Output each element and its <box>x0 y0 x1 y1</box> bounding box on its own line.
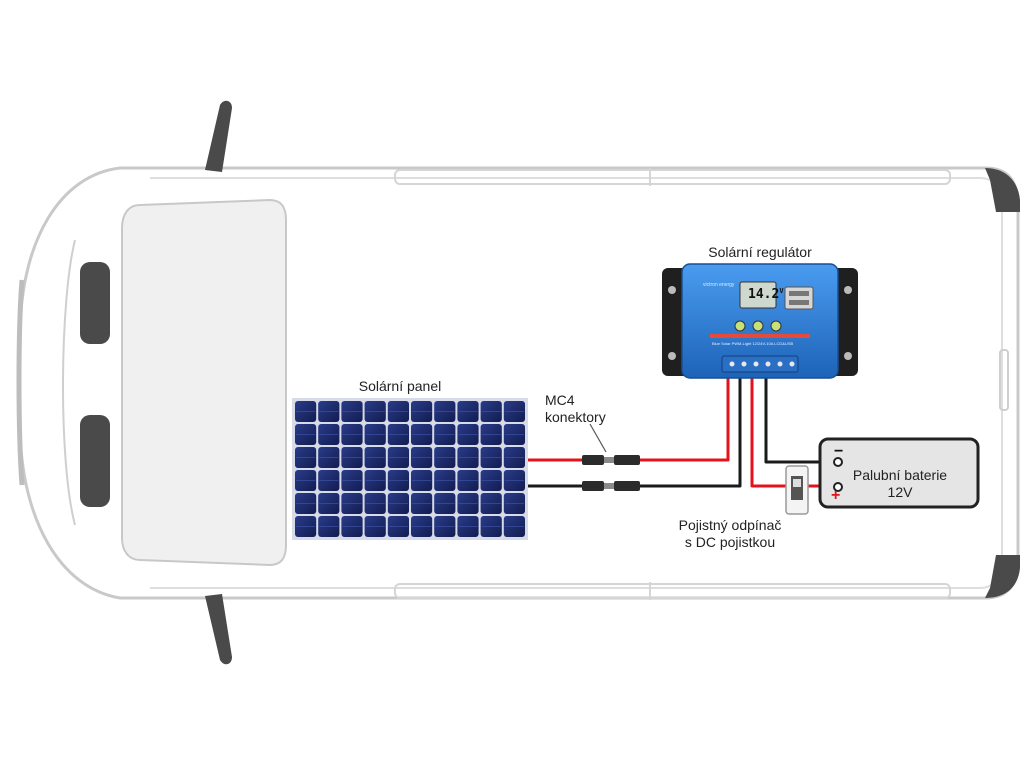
van-roof-rail-bottom <box>394 583 951 599</box>
mc4-connectors <box>582 423 640 491</box>
battery-positive-terminal <box>833 482 843 492</box>
wiring <box>528 378 836 488</box>
battery-plus-sign: + <box>831 487 840 504</box>
mc4-label-line1: MC4 <box>545 392 575 408</box>
regulator-terminal-block <box>721 355 799 373</box>
regulator-led-1 <box>734 320 746 332</box>
regulator-led-2 <box>752 320 764 332</box>
mc4-connector-positive <box>582 455 640 465</box>
regulator-model: Blue Solar PWM-Light 12/24V-10A LCD&USB <box>712 341 794 346</box>
battery <box>818 437 980 509</box>
van-headlight-top <box>80 262 110 344</box>
regulator-stripe <box>710 334 810 338</box>
mc4-connector-negative <box>582 481 640 491</box>
mc4-label-line2: konektory <box>545 409 606 425</box>
fuse-label: Pojistný odpínač s DC pojistkou <box>660 517 800 551</box>
wire-battery-negative <box>764 378 836 464</box>
regulator-brand: victron energy <box>703 282 735 288</box>
solar-panel-label: Solární panel <box>358 378 442 394</box>
regulator-label: Solární regulátor <box>708 244 812 260</box>
battery-negative-terminal <box>833 457 843 467</box>
van-windshield <box>121 198 287 567</box>
battery-label-line2: 12V <box>887 484 913 500</box>
regulator-usb-port <box>784 286 814 310</box>
van-rear-corner-bottom <box>985 555 1020 598</box>
wire-panel-positive-to-regulator <box>640 378 730 462</box>
battery-label: Palubní baterie 12V <box>842 467 958 501</box>
regulator-led-3 <box>770 320 782 332</box>
fuse-label-line2: s DC pojistkou <box>684 534 776 550</box>
battery-minus-sign: − <box>834 443 843 460</box>
fuse-disconnector <box>785 465 809 515</box>
wire-panel-negative-to-regulator <box>640 378 742 488</box>
van-headlight-bottom <box>80 415 110 507</box>
regulator-lcd <box>739 281 777 309</box>
van-rear-corner-top <box>985 168 1020 212</box>
van-mirror-bottom <box>205 594 232 665</box>
regulator-lcd-reading: 14.2V <box>748 287 784 302</box>
mc4-label: MC4 konektory <box>545 392 645 426</box>
van-mirror-top <box>205 100 232 172</box>
van-roof-rail-top <box>394 169 951 185</box>
mc4-pointer-line <box>589 423 607 453</box>
fuse-label-line1: Pojistný odpínač <box>678 517 782 533</box>
van-top-view <box>16 100 1020 665</box>
battery-label-line1: Palubní baterie <box>852 467 948 483</box>
lcd-value: 14.2 <box>748 287 780 302</box>
solar-regulator <box>662 263 858 379</box>
van-front-bumper <box>16 279 25 486</box>
van-hood-line <box>62 239 76 526</box>
van-rear-handle <box>999 349 1009 411</box>
solar-panel-cells <box>295 401 525 537</box>
van-roof-outline <box>150 177 1003 589</box>
solar-panel <box>292 398 528 540</box>
wire-battery-positive <box>750 378 792 488</box>
lcd-unit: V <box>779 287 784 295</box>
